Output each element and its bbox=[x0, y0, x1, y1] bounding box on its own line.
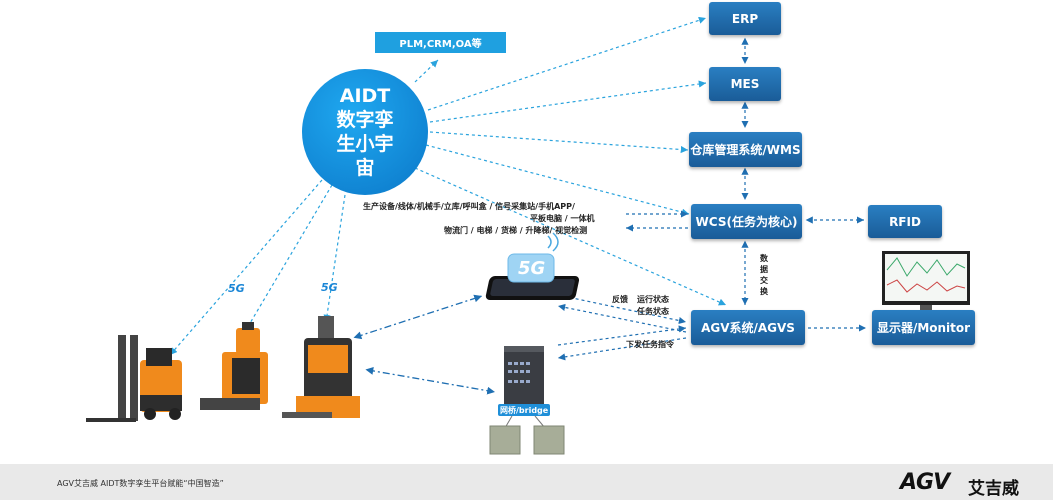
stacker-device bbox=[200, 322, 268, 410]
task-status-label: 任务状态 bbox=[637, 307, 669, 316]
erp-box[interactable]: ERP bbox=[709, 2, 781, 35]
hub-to-plm bbox=[414, 59, 439, 83]
data-exchange-char: 数 bbox=[760, 254, 768, 263]
hub-to-agv3 bbox=[323, 194, 346, 323]
hub-line-4: 宙 bbox=[355, 157, 375, 179]
mes-box[interactable]: MES bbox=[709, 67, 781, 101]
antenna-panels bbox=[489, 415, 565, 455]
phone-to-agvs bbox=[557, 294, 687, 325]
plm-crm-oa-badge: PLM,CRM,OA等 bbox=[375, 32, 506, 53]
hub-to-mes bbox=[429, 80, 707, 123]
devices-text-line1: 生产设备/线体/机械手/立库/呼叫盒 / 信号采集站/手机APP/ bbox=[363, 202, 575, 211]
feedback-label: 反馈 bbox=[612, 295, 628, 304]
hub-to-forklift bbox=[169, 179, 323, 356]
hub-line-2: 数字孪 bbox=[336, 109, 394, 131]
5g-label: 5G bbox=[321, 281, 338, 294]
monitor-device bbox=[882, 251, 970, 315]
run-status-label: 运行状态 bbox=[637, 295, 669, 304]
phone-device bbox=[485, 276, 580, 300]
agv-robot-device bbox=[282, 316, 360, 418]
devices-text-line2: 平板电脑 / 一体机 bbox=[530, 214, 595, 223]
signal-icon bbox=[547, 232, 559, 252]
agvs-box[interactable]: AGV系统/AGVS bbox=[691, 310, 805, 345]
forklift-device bbox=[86, 335, 182, 422]
footer-bar bbox=[0, 464, 1053, 500]
wcs-box[interactable]: WCS(任务为核心) bbox=[691, 204, 802, 239]
hub-to-agvs bbox=[414, 167, 727, 306]
5g-phone-label: 5G bbox=[518, 258, 546, 279]
data-exchange-char: 据 bbox=[760, 265, 768, 274]
agvs-to-phone bbox=[557, 303, 687, 333]
rfid-box[interactable]: RFID bbox=[868, 205, 942, 238]
agv-to-phone bbox=[353, 294, 483, 340]
5g-label: 5G bbox=[228, 282, 245, 295]
5g-cube-icon bbox=[507, 253, 555, 283]
data-exchange-label: 数 据 交 换 bbox=[760, 253, 768, 297]
monitor-box[interactable]: 显示器/Monitor bbox=[872, 310, 975, 345]
bridge-label: 网桥/bridge bbox=[500, 406, 549, 415]
dispatch-label: 下发任务指令 bbox=[626, 340, 674, 349]
devices-text-line3: 物流门 / 电梯 / 货梯 / 升降梯/ 视觉检测 bbox=[444, 226, 588, 235]
aidt-hub-circle[interactable]: AIDT 数字孪 生小宇 宙 bbox=[302, 69, 428, 195]
hub-to-erp bbox=[427, 16, 707, 111]
data-exchange-char: 交 bbox=[760, 276, 768, 285]
hub-line-3: 生小宇 bbox=[336, 133, 394, 155]
hub-to-stacker bbox=[242, 184, 333, 336]
data-exchange-char: 换 bbox=[760, 287, 768, 296]
wms-box[interactable]: 仓库管理系统/WMS bbox=[689, 132, 802, 167]
agv-to-bridge bbox=[365, 367, 496, 395]
hub-title: AIDT bbox=[339, 85, 391, 107]
bridge-device bbox=[498, 346, 550, 416]
footer-caption: AGV艾吉威 AIDT数字孪生平台赋能“中国智造” bbox=[57, 479, 224, 488]
hub-to-wms bbox=[429, 131, 689, 154]
agv-brand-logo: AGV bbox=[900, 470, 950, 495]
brand-chinese-name: 艾吉威 bbox=[968, 479, 1019, 499]
